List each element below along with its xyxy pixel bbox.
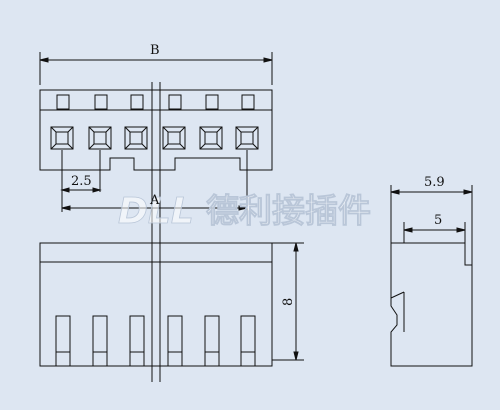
dim-side-total-label: 5.9 [424, 175, 445, 190]
contact-cavity-5 [199, 126, 223, 150]
dim-pitch-arrow-right [92, 187, 102, 193]
dim-pitch-label: 2.5 [71, 174, 92, 189]
dim-side-total-arrow-left [390, 189, 400, 195]
dim-b-arrow-right [263, 57, 273, 63]
terminal-slot-3 [129, 315, 145, 367]
terminal-slot-2 [92, 315, 108, 367]
latch-window-2 [94, 94, 108, 110]
dim-side-inner-arrow-right [456, 227, 466, 233]
dim-height-label: 8 [281, 298, 296, 306]
dim-b-arrow-left [39, 57, 49, 63]
contact-cavity-3 [124, 126, 148, 150]
latch-window-5 [205, 94, 219, 110]
dim-pitch-arrow-left [60, 187, 70, 193]
latch-window-6 [241, 94, 255, 110]
contact-cavity-2 [88, 126, 112, 150]
top-body-outline [39, 89, 273, 171]
dim-height-arrow-bottom [293, 351, 299, 361]
dim-a-arrow-left [61, 205, 71, 211]
side-body-outline [390, 242, 473, 367]
watermark-name: 德利接插件 [206, 191, 371, 230]
front-view [39, 242, 304, 367]
side-view [390, 185, 473, 367]
dim-a-arrow-right [238, 205, 248, 211]
contact-cavity-1 [50, 126, 74, 150]
watermark-brand: DLL [118, 191, 194, 232]
dim-side-inner-label: 5 [434, 213, 442, 228]
latch-window-1 [56, 94, 70, 110]
dim-height-arrow-top [293, 242, 299, 252]
contact-cavity-4 [162, 126, 186, 150]
top-view [39, 52, 273, 212]
dim-b-label: B [150, 43, 160, 58]
dim-a-label: A [149, 193, 160, 208]
terminal-slot-1 [55, 315, 71, 367]
dim-side-inner-arrow-left [403, 227, 413, 233]
latch-window-3 [130, 94, 144, 110]
terminal-slot-4 [167, 315, 183, 367]
terminal-slot-6 [240, 315, 256, 367]
center-break-line [151, 82, 161, 382]
latch-window-4 [168, 94, 182, 110]
watermark: DLL 德利接插件 [118, 191, 372, 233]
front-body-outline [39, 242, 273, 367]
terminal-slot-5 [204, 315, 220, 367]
contact-cavity-6 [235, 126, 259, 150]
side-tab-step [390, 291, 405, 299]
dim-side-total-arrow-right [463, 189, 473, 195]
